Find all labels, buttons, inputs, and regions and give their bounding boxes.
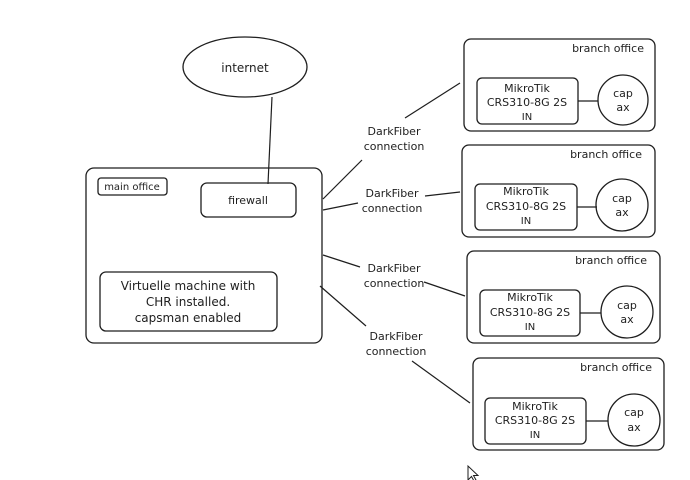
branch-office-2-cap bbox=[595, 178, 649, 232]
branch-office-1-cap bbox=[597, 74, 649, 126]
connection-label-4-line-2: connection bbox=[366, 345, 427, 358]
branch-office-1-cap-line-1: cap bbox=[613, 87, 633, 100]
branch-office-1-cap-line-2: ax bbox=[616, 101, 630, 114]
branch-office-2: branch office MikroTik CRS310-8G 2S IN c… bbox=[461, 144, 656, 238]
branch-office-2-switch-line-3: IN bbox=[521, 216, 531, 227]
branch-office-1: branch office MikroTik CRS310-8G 2S IN c… bbox=[463, 38, 656, 132]
connection-line-2b bbox=[424, 191, 461, 197]
main-office-label: main office bbox=[104, 182, 160, 193]
mouse-pointer-icon bbox=[467, 464, 480, 480]
connection-label-3: DarkFiber connection bbox=[364, 262, 425, 290]
branch-office-3-switch-line-1: MikroTik bbox=[507, 291, 553, 304]
branch-office-1-label: branch office bbox=[572, 42, 644, 55]
connection-line-2a bbox=[322, 202, 359, 211]
internet-label: internet bbox=[221, 61, 269, 75]
connection-label-2-line-2: connection bbox=[362, 202, 423, 215]
branch-office-2-switch-line-1: MikroTik bbox=[503, 185, 549, 198]
connection-line-4b bbox=[411, 360, 471, 404]
connection-label-3-line-1: DarkFiber bbox=[368, 262, 421, 275]
connection-label-2-line-1: DarkFiber bbox=[366, 187, 419, 200]
branch-office-4-switch-line-1: MikroTik bbox=[512, 400, 558, 413]
branch-office-3-switch-line-3: IN bbox=[525, 322, 535, 333]
branch-office-2-label: branch office bbox=[570, 148, 642, 161]
branch-office-4-switch-line-2: CRS310-8G 2S bbox=[495, 414, 575, 427]
firewall-label: firewall bbox=[228, 194, 268, 207]
main-office: main office firewall Virtuelle machine w… bbox=[85, 167, 323, 344]
connection-label-1-line-2: connection bbox=[364, 140, 425, 153]
main-office-tag bbox=[97, 177, 168, 196]
branch-office-4: branch office MikroTik CRS310-8G 2S IN c… bbox=[472, 357, 665, 451]
vm-node: Virtuelle machine with CHR installed. ca… bbox=[99, 271, 278, 332]
connection-label-3-line-2: connection bbox=[364, 277, 425, 290]
connection-label-1-line-1: DarkFiber bbox=[368, 125, 421, 138]
branch-office-2-cap-line-1: cap bbox=[612, 192, 632, 205]
connection-line-3a bbox=[322, 254, 361, 268]
branch-office-3: branch office MikroTik CRS310-8G 2S IN c… bbox=[466, 250, 661, 344]
branch-office-1-switch-line-1: MikroTik bbox=[504, 82, 550, 95]
internet-node: internet bbox=[182, 36, 308, 98]
connection-line-4a bbox=[319, 285, 367, 327]
branch-office-4-switch-line-3: IN bbox=[530, 430, 540, 441]
connection-label-1: DarkFiber connection bbox=[364, 125, 425, 153]
connection-label-4: DarkFiber connection bbox=[366, 330, 427, 358]
branch-office-4-cap-line-2: ax bbox=[627, 421, 641, 434]
firewall-node: firewall bbox=[200, 182, 297, 218]
branch-office-3-cap bbox=[600, 285, 654, 339]
connection-line-1a bbox=[322, 159, 363, 200]
connection-label-2: DarkFiber connection bbox=[362, 187, 423, 215]
connection-line-3b bbox=[423, 281, 466, 297]
branch-office-3-switch-line-2: CRS310-8G 2S bbox=[490, 306, 570, 319]
internet-firewall-link bbox=[267, 96, 273, 185]
branch-office-1-switch-line-2: CRS310-8G 2S bbox=[487, 96, 567, 109]
branch-office-3-label: branch office bbox=[575, 254, 647, 267]
branch-office-4-cap-line-1: cap bbox=[624, 406, 644, 419]
branch-office-3-cap-line-2: ax bbox=[620, 313, 634, 326]
connection-label-4-line-1: DarkFiber bbox=[370, 330, 423, 343]
branch-office-2-switch-line-2: CRS310-8G 2S bbox=[486, 200, 566, 213]
branch-office-1-switch-line-3: IN bbox=[522, 112, 532, 123]
connection-line-1b bbox=[404, 82, 461, 119]
branch-office-4-label: branch office bbox=[580, 361, 652, 374]
branch-office-3-cap-line-1: cap bbox=[617, 299, 637, 312]
branch-office-4-cap bbox=[607, 393, 661, 447]
vm-label-line-1: Virtuelle machine with bbox=[121, 279, 256, 293]
vm-label-line-3: capsman enabled bbox=[135, 311, 242, 325]
branch-office-2-cap-line-2: ax bbox=[615, 206, 629, 219]
vm-label-line-2: CHR installed. bbox=[146, 295, 230, 309]
